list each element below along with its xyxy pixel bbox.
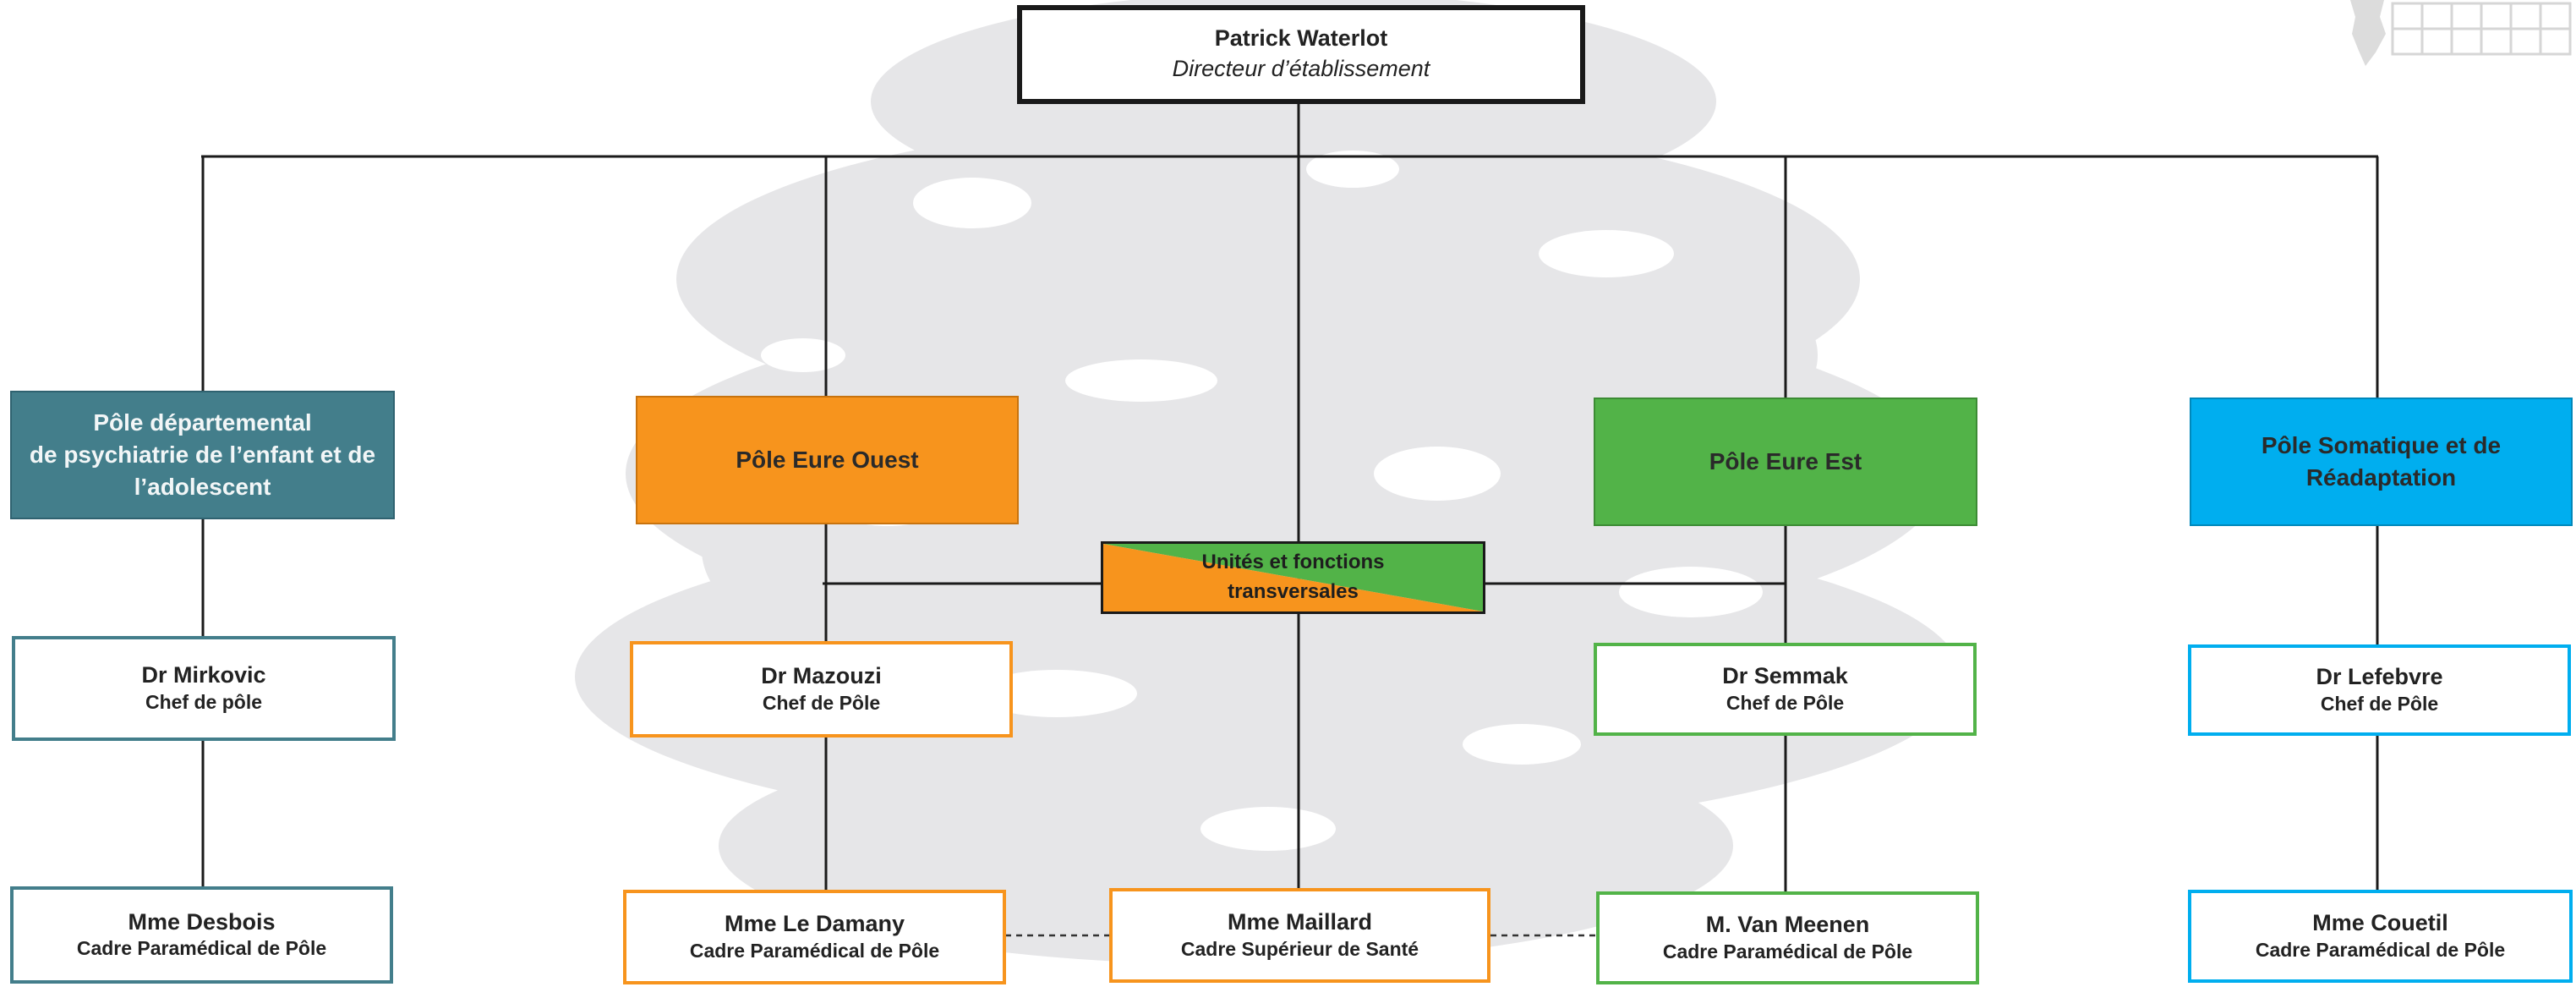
pole-title: Pôle Somatique et de Réadaptation: [2261, 432, 2502, 491]
chef-role: Chef de Pôle: [762, 691, 881, 714]
cadre-name: Mme Maillard: [1227, 909, 1373, 935]
pole-eure-ouest-box: Pôle Eure Ouest: [636, 396, 1019, 524]
cadre-couetil-box: Mme Couetil Cadre Paramédical de Pôle: [2188, 890, 2573, 983]
chef-name: Dr Semmak: [1722, 663, 1848, 689]
chef-role: Chef de pôle: [145, 690, 262, 713]
chef-semmak-box: Dr Semmak Chef de Pôle: [1594, 643, 1977, 736]
cadre-name: Mme Couetil: [2312, 910, 2448, 936]
chef-name: Dr Lefebvre: [2316, 664, 2443, 690]
cadre-le-damany-box: Mme Le Damany Cadre Paramédical de Pôle: [623, 890, 1006, 984]
cadre-role: Cadre Paramédical de Pôle: [2255, 938, 2506, 961]
cadre-role: Cadre Supérieur de Santé: [1180, 937, 1419, 960]
pole-title: Pôle départemental de psychiatrie de l’e…: [29, 409, 376, 500]
pole-somatique-box: Pôle Somatique et de Réadaptation: [2190, 398, 2573, 526]
pole-title: Pôle Eure Est: [1709, 448, 1862, 475]
cadre-name: Mme Desbois: [128, 908, 276, 935]
cadre-name: M. Van Meenen: [1705, 912, 1870, 938]
chef-mazouzi-box: Dr Mazouzi Chef de Pôle: [630, 641, 1013, 738]
chef-name: Dr Mirkovic: [141, 662, 266, 688]
chef-name: Dr Mazouzi: [761, 663, 882, 689]
cadre-role: Cadre Paramédical de Pôle: [689, 939, 940, 962]
transversal-split-fill: [1103, 544, 1483, 611]
transversal-units-box: Unités et fonctions transversales: [1101, 541, 1485, 614]
pole-eure-est-box: Pôle Eure Est: [1594, 398, 1977, 526]
cadre-role: Cadre Paramédical de Pôle: [1662, 940, 1913, 962]
cadre-van-meenen-box: M. Van Meenen Cadre Paramédical de Pôle: [1596, 891, 1979, 984]
crest-logo: [2350, 0, 2572, 66]
chef-role: Chef de Pôle: [1726, 691, 1845, 714]
chef-mirkovic-box: Dr Mirkovic Chef de pôle: [12, 636, 396, 741]
chef-lefebvre-box: Dr Lefebvre Chef de Pôle: [2188, 644, 2571, 736]
director-role: Directeur d’établissement: [1172, 56, 1430, 82]
cadre-role: Cadre Paramédical de Pôle: [76, 937, 327, 960]
cadre-maillard-box: Mme Maillard Cadre Supérieur de Santé: [1109, 888, 1490, 983]
director-box: Patrick Waterlot Directeur d’établisseme…: [1017, 5, 1585, 104]
transversal-title: Unités et fonctions transversales: [1201, 551, 1385, 603]
pole-title: Pôle Eure Ouest: [736, 447, 919, 474]
chef-role: Chef de Pôle: [2320, 692, 2439, 715]
cadre-desbois-box: Mme Desbois Cadre Paramédical de Pôle: [10, 886, 393, 984]
cadre-name: Mme Le Damany: [724, 911, 905, 937]
pole-psychiatrie-box: Pôle départemental de psychiatrie de l’e…: [10, 391, 395, 519]
director-name: Patrick Waterlot: [1214, 25, 1388, 52]
